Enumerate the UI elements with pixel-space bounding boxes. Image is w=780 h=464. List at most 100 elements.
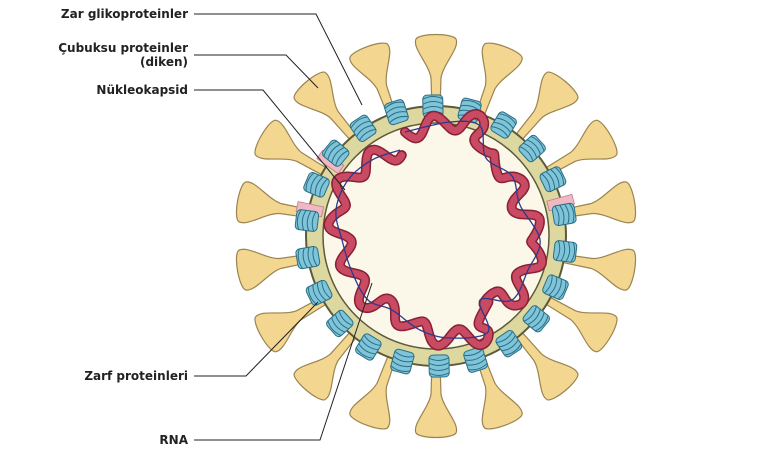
glycoprotein-band: [428, 367, 450, 371]
glycoprotein-band: [393, 355, 413, 363]
glycoprotein-band: [557, 280, 567, 300]
glycoprotein-band: [355, 347, 374, 359]
membrane-glycoprotein-icon: [384, 99, 409, 126]
glycoprotein-band: [323, 140, 337, 157]
membrane-glycoprotein-icon: [542, 274, 569, 300]
spike-protein-icon: [254, 295, 328, 353]
glycoprotein-band: [327, 320, 342, 337]
leader-cubuksu-proteinler: [194, 54, 319, 89]
glycoprotein-band: [468, 363, 488, 371]
glycoprotein-band: [429, 372, 450, 376]
membrane-glycoprotein-icon: [551, 202, 577, 227]
label-nukleokapsid: Nükleokapsid: [96, 83, 188, 97]
glycoprotein-band: [526, 139, 541, 155]
membrane-glycoprotein-icon: [428, 354, 450, 378]
glycoprotein-band: [310, 174, 319, 194]
glycoprotein-band: [358, 343, 376, 355]
glycoprotein-band: [428, 357, 450, 361]
glycoprotein-band: [554, 205, 560, 226]
glycoprotein-band: [465, 353, 485, 361]
spike-protein-icon: [414, 363, 458, 439]
membrane-glycoprotein-icon: [552, 240, 578, 263]
spike-shape: [235, 248, 312, 291]
spike-proteins: [235, 33, 637, 439]
glycoprotein-band: [493, 121, 512, 134]
glycoprotein-band: [356, 124, 374, 137]
membrane-glycoprotein-icon: [495, 329, 523, 358]
spike-protein-icon: [349, 42, 397, 118]
spike-protein-icon: [544, 119, 618, 177]
glycoprotein-band: [564, 203, 570, 225]
glycoprotein-band: [519, 146, 534, 162]
glycoprotein-band: [334, 313, 349, 330]
spike-shape: [560, 248, 637, 291]
glycoprotein-band: [553, 278, 562, 298]
glycoprotein-band: [363, 334, 382, 346]
membrane-glycoprotein-icon: [539, 166, 567, 193]
glycoprotein-band: [297, 248, 303, 269]
glycoprotein-band: [335, 150, 349, 167]
glycoprotein-band: [353, 120, 371, 133]
label-cubuksu-line1: Çubuksu proteinler: [58, 41, 188, 55]
spike-protein-icon: [414, 33, 458, 109]
spike-shape: [293, 330, 358, 401]
glycoprotein-band: [548, 276, 558, 296]
glycoprotein-band: [541, 173, 551, 192]
membrane-glycoprotein-icon: [294, 209, 320, 232]
rna-strand: [335, 120, 541, 339]
glycoprotein-band: [312, 284, 322, 304]
spike-shape: [349, 354, 397, 430]
spike-shape: [544, 295, 618, 353]
membrane-glycoprotein-icon: [295, 245, 321, 270]
glycoprotein-band: [360, 338, 379, 351]
glycoprotein-band: [338, 310, 353, 326]
glycoprotein-band: [422, 96, 443, 100]
glycoprotein-band: [305, 172, 315, 192]
spike-protein-icon: [475, 42, 523, 118]
spike-shape: [544, 119, 618, 177]
glycoprotein-band: [327, 143, 341, 160]
spike-protein-icon: [349, 354, 397, 430]
glycoprotein-band: [428, 362, 450, 366]
membrane-glycoprotein-icon: [349, 114, 377, 143]
label-rna: RNA: [159, 433, 188, 447]
spike-shape: [235, 181, 312, 224]
glycoprotein-band: [466, 358, 487, 366]
glycoprotein-band: [314, 176, 324, 196]
membrane-glycoprotein-icon: [490, 111, 517, 139]
spike-protein-icon: [514, 71, 579, 142]
glycoprotein-band: [422, 106, 444, 110]
leader-lines: [194, 13, 373, 441]
glycoprotein-band: [527, 309, 541, 326]
glycoprotein-band: [498, 113, 517, 125]
glycoprotein-band: [560, 240, 566, 262]
glycoprotein-band: [307, 247, 313, 268]
glycoprotein-band: [358, 128, 376, 141]
label-cubuksu-line2: (diken): [139, 55, 188, 69]
glycoprotein-band: [496, 331, 514, 344]
glycoprotein-band: [312, 246, 318, 267]
glycoprotein-band: [501, 339, 519, 352]
spike-protein-icon: [293, 71, 358, 142]
leader-zar-glikoproteinler: [194, 13, 363, 106]
glycoprotein-band: [331, 317, 346, 333]
glycoprotein-band: [504, 343, 522, 356]
viral-interior: [322, 122, 550, 350]
spike-shape: [349, 42, 397, 118]
glycoprotein-band: [554, 166, 565, 186]
glycoprotein-band: [391, 360, 412, 368]
glycoprotein-band: [384, 101, 404, 109]
spike-shape: [414, 363, 458, 439]
glycoprotein-band: [523, 305, 537, 322]
glycoprotein-band: [535, 315, 549, 332]
glycoprotein-band: [531, 312, 545, 329]
membrane-glycoprotein-icon: [390, 348, 415, 375]
membrane-glycoprotein-icon: [355, 333, 382, 361]
glycoprotein-band: [545, 171, 556, 190]
glycoprotein-band: [490, 126, 509, 138]
glycoprotein-band: [387, 111, 407, 119]
glycoprotein-band: [555, 240, 561, 261]
leader-nukleokapsid: [194, 89, 346, 191]
spike-shape: [254, 119, 328, 177]
